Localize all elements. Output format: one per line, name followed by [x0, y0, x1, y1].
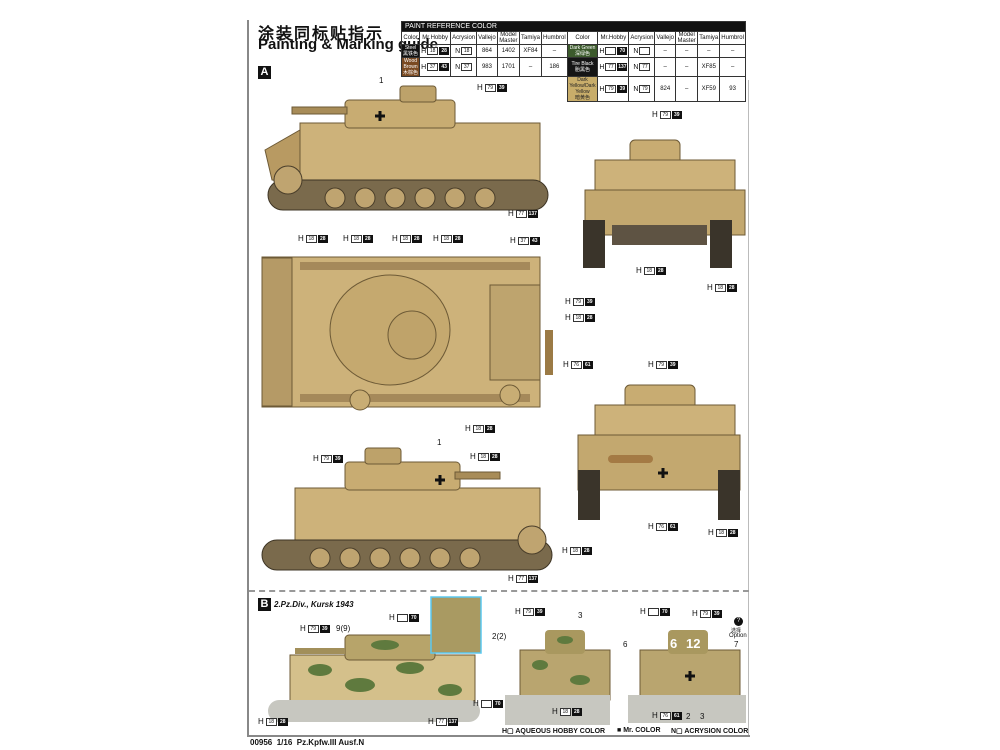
marker-number: 9(9)	[336, 624, 351, 633]
section-a-label: A	[258, 66, 271, 79]
marker-number: 2	[686, 712, 691, 721]
legend-hobby: H▢ AQUEOUS HOBBY COLOR	[502, 728, 606, 735]
detail-inset	[430, 596, 482, 654]
legend-hobby-text: AQUEOUS HOBBY COLOR	[515, 728, 606, 735]
frame-line-right	[748, 80, 749, 737]
title-english: Painting & Marking guide	[258, 36, 439, 53]
legend-mr-text: Mr. COLOR	[623, 727, 661, 734]
turret-number: 12	[686, 636, 701, 651]
section-divider	[249, 590, 749, 592]
tank-rear-view	[577, 384, 741, 520]
model-master-cell: 1701	[496, 57, 521, 77]
bottom-rule	[247, 735, 750, 737]
camo-tank-front-view	[505, 630, 611, 725]
title-chinese: 涂装同标贴指示	[258, 26, 385, 43]
humbrol-cell: 93	[719, 76, 746, 102]
marker-number: 6	[623, 640, 628, 649]
option-label-cn: 选择	[731, 628, 742, 634]
model-name: Pz.Kpfw.III Ausf.N	[296, 738, 365, 747]
legend-acrysion: N▢ ACRYSION COLOR	[671, 728, 749, 735]
tank-top-view	[261, 256, 553, 411]
turret-number: 6	[670, 636, 678, 651]
tamiya-cell: –	[518, 57, 543, 77]
option-icon: ?	[734, 617, 743, 626]
marker-number: 2(2)	[492, 632, 507, 641]
footer: 00956 1/16 Pz.Kpfw.III Ausf.N	[250, 738, 364, 747]
marker-number: 7	[734, 640, 739, 649]
legend-acrysion-text: ACRYSION COLOR	[684, 728, 749, 735]
marker-number: 3	[700, 712, 705, 721]
tank-front-view	[583, 139, 746, 268]
camo-tank-side-view	[268, 634, 480, 722]
marker-number: 1	[379, 76, 384, 85]
frame-line	[247, 20, 249, 737]
legend-mr: ■ Mr. COLOR	[617, 727, 661, 734]
marker-number: 1	[437, 438, 442, 447]
scheme-subtitle: 2.Pz.Div., Kursk 1943	[274, 600, 354, 609]
marker-number: 3	[578, 611, 583, 620]
section-b-label: B	[258, 598, 271, 611]
product-code: 00956	[250, 738, 273, 747]
tamiya-cell: XF59	[697, 76, 721, 102]
option-label: Option	[729, 633, 747, 639]
tank-side-view-left	[264, 85, 549, 211]
scale: 1/16	[276, 738, 293, 747]
model-master-cell: –	[674, 76, 699, 102]
camo-tank-rear-view	[628, 630, 746, 723]
tank-side-view-right	[261, 447, 553, 571]
